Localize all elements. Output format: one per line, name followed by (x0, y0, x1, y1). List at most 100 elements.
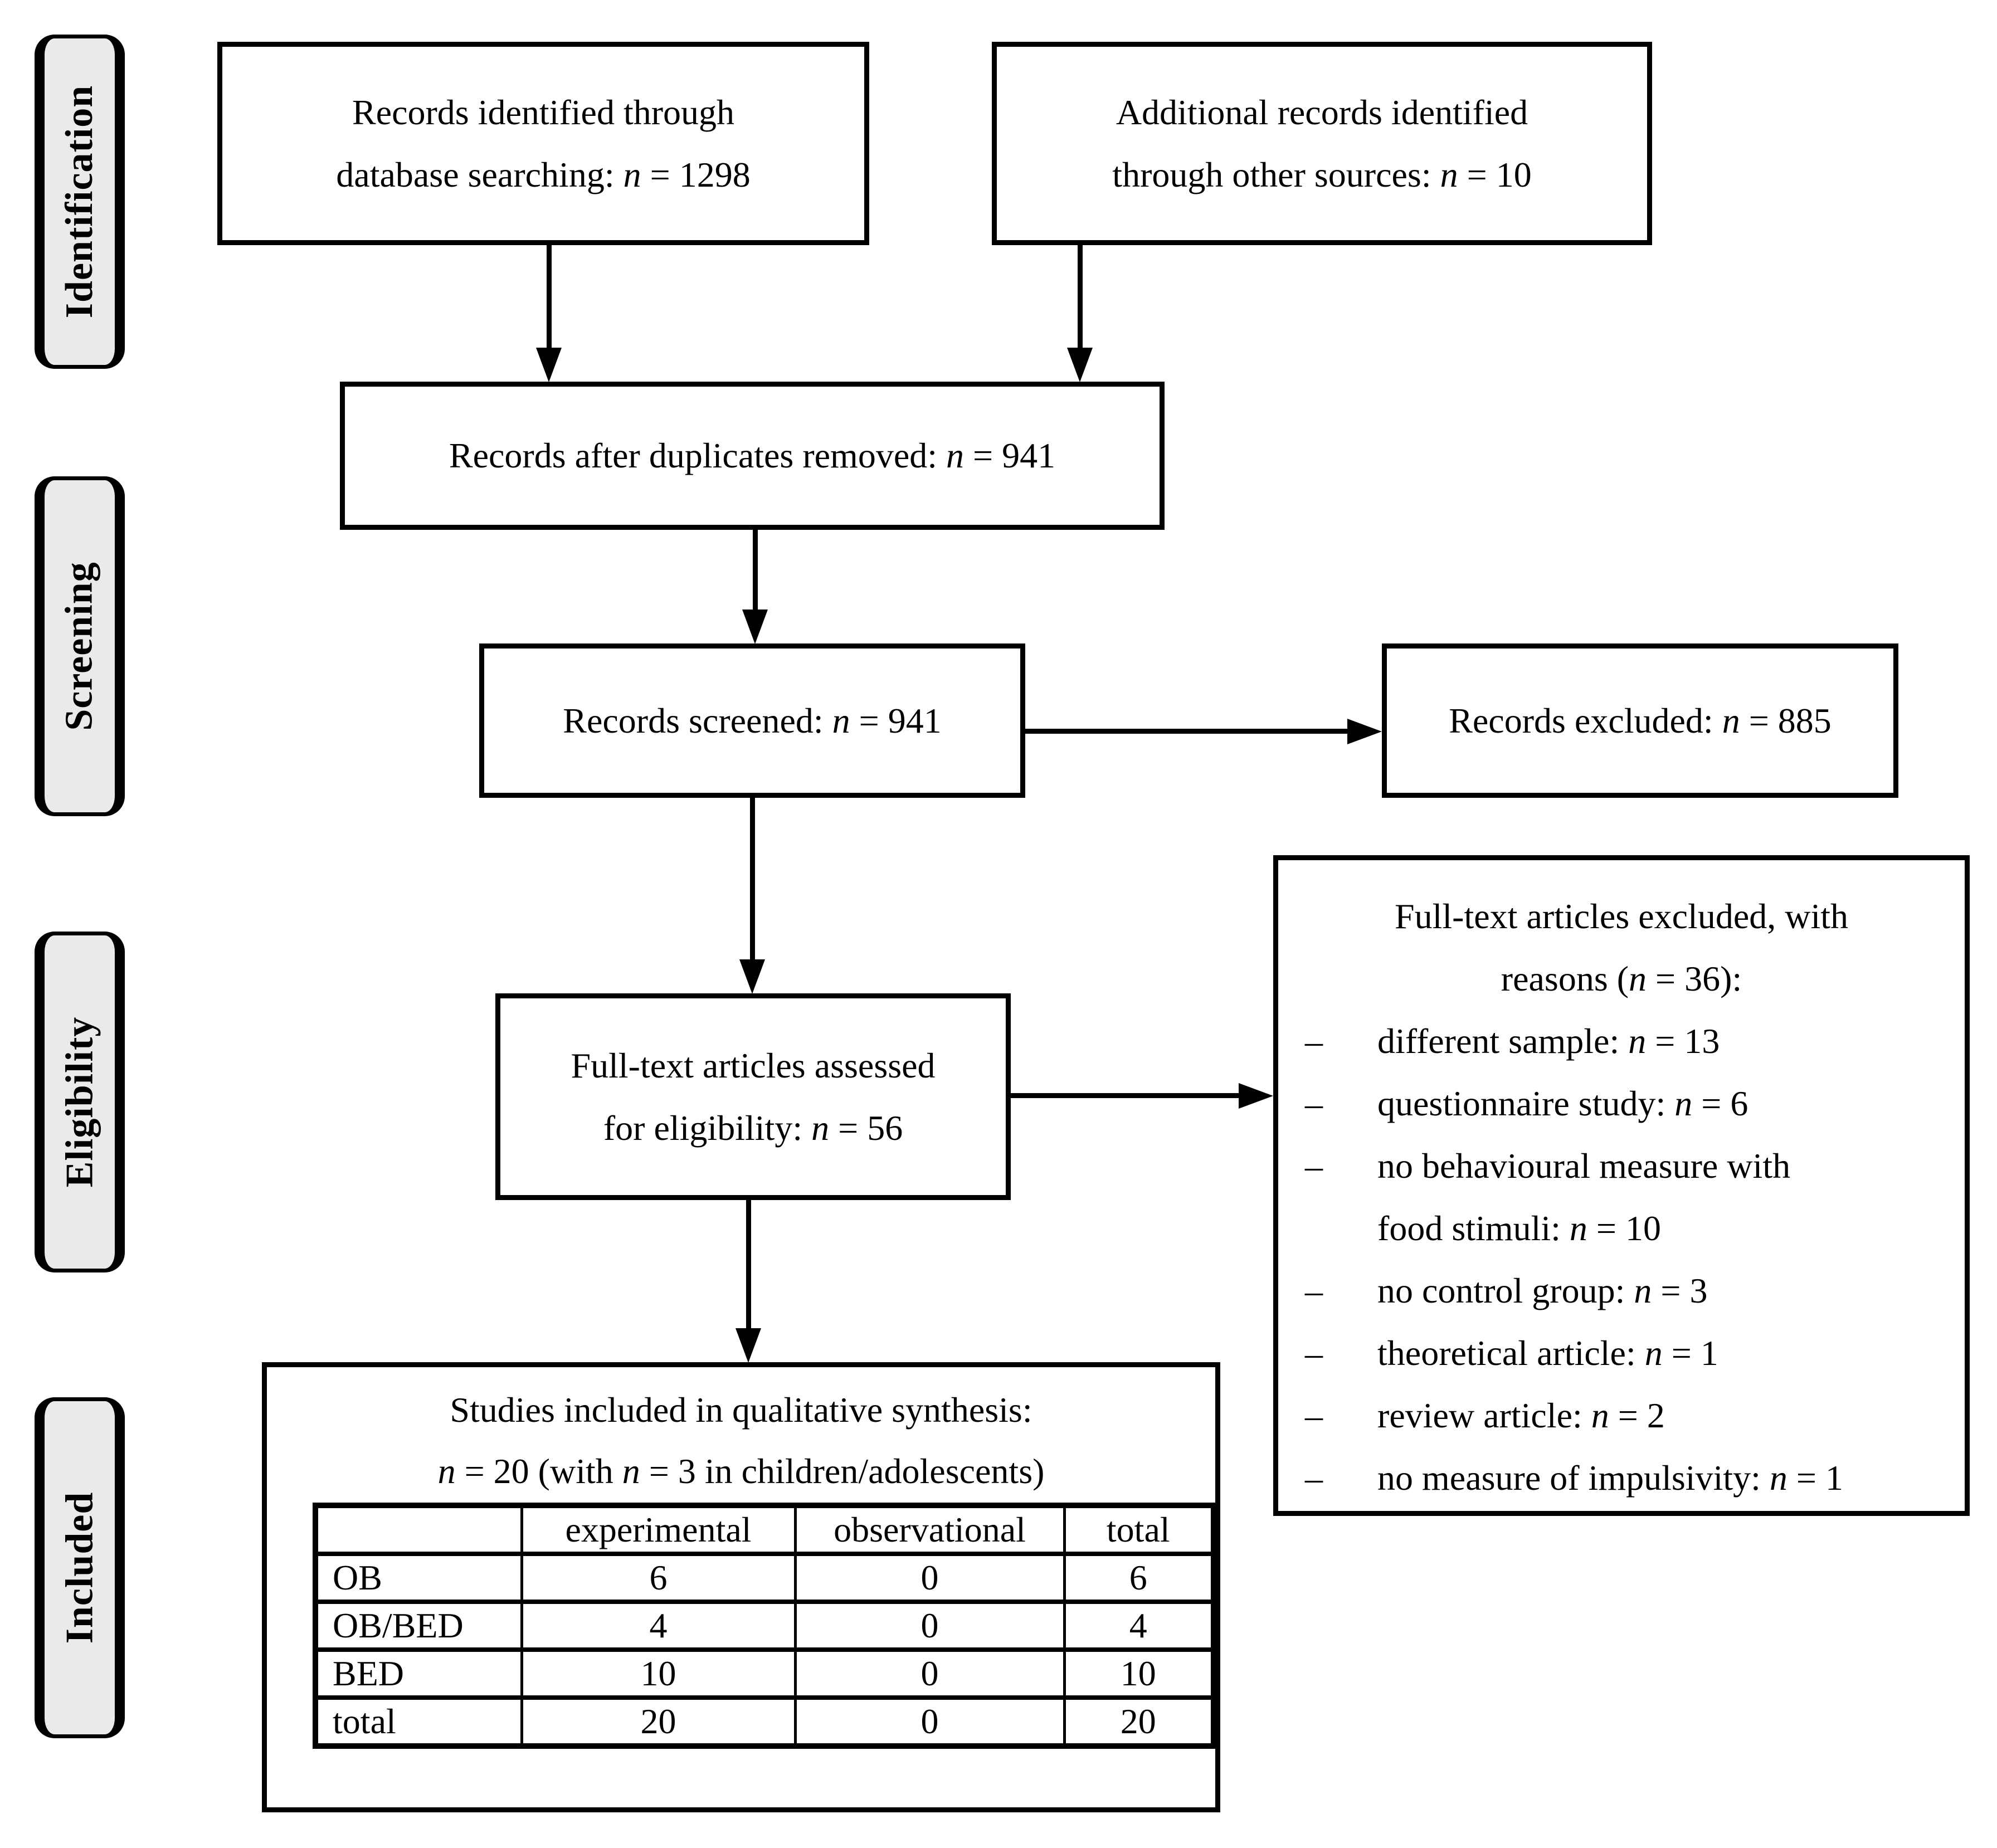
table-row-label: OB/BED (314, 1600, 523, 1652)
reason-line: food stimuli: n = 10 (1377, 1208, 1661, 1248)
arrow-screened-to-fulltext-head (739, 959, 765, 994)
reason-item: – no measure of impulsivity: n = 1 (1278, 1447, 1965, 1509)
box-text-line: Records excluded: n = 885 (1449, 700, 1832, 740)
reasons-title-line: Full-text articles excluded, with (1395, 896, 1848, 936)
box-fulltext-assessed: Full-text articles assessed for eligibili… (495, 993, 1011, 1200)
arrow-screened-to-excluded-head (1347, 719, 1382, 744)
reason-item: – theoretical article: n = 1 (1278, 1322, 1965, 1384)
arrow-identified-to-duplicates-line (547, 245, 552, 351)
table-cell-total: 4 (1063, 1600, 1215, 1652)
reason-text: review article: n = 2 (1377, 1384, 1965, 1447)
table-row: OB 6 0 6 (314, 1552, 1215, 1604)
reason-line: no behavioural measure with (1377, 1146, 1791, 1186)
stage-eligibility: Eligibility (35, 932, 125, 1272)
arrow-duplicates-to-screened-head (742, 610, 768, 644)
dash-bullet: – (1305, 1396, 1323, 1435)
reason-text: different sample: n = 13 (1377, 1010, 1965, 1072)
studies-title-line: Studies included in qualitative synthesi… (450, 1390, 1032, 1430)
box-text-line: for eligibility: n = 56 (603, 1108, 903, 1148)
stage-label: Eligibility (58, 1016, 101, 1188)
dash-bullet: – (1305, 1333, 1323, 1373)
box-records-screened: Records screened: n = 941 (479, 643, 1025, 798)
box-duplicates-removed: Records after duplicates removed: n = 94… (340, 382, 1165, 530)
reason-line: no measure of impulsivity: n = 1 (1377, 1458, 1843, 1498)
table-cell-total: 6 (1063, 1552, 1215, 1604)
arrow-fulltext-to-studies-head (736, 1328, 761, 1363)
arrow-fulltext-to-studies-line (746, 1200, 751, 1329)
stage-label: Screening (58, 562, 101, 731)
studies-title: Studies included in qualitative synthesi… (267, 1367, 1215, 1502)
arrow-additional-to-duplicates-line (1078, 245, 1083, 351)
table-cell-observational: 0 (793, 1695, 1066, 1748)
table-row: OB/BED 4 0 4 (314, 1600, 1215, 1652)
arrow-fulltext-to-reasons-line (1011, 1093, 1242, 1098)
stage-label: Included (58, 1491, 101, 1644)
table-cell-observational: 0 (793, 1600, 1066, 1652)
table-header-cell: observational (793, 1503, 1066, 1556)
table-header-cell (314, 1503, 523, 1556)
table-cell-experimental: 10 (520, 1647, 797, 1700)
reason-item: – review article: n = 2 (1278, 1384, 1965, 1447)
dash-bullet: – (1305, 1458, 1323, 1498)
dash-bullet: – (1305, 1271, 1323, 1310)
box-text-line: database searching: n = 1298 (336, 154, 751, 194)
arrow-fulltext-to-reasons-head (1239, 1083, 1273, 1109)
table-header-cell: experimental (520, 1503, 797, 1556)
reason-item: – no control group: n = 3 (1278, 1260, 1965, 1322)
box-text-line: through other sources: n = 10 (1112, 154, 1532, 194)
box-text-line: Records screened: n = 941 (563, 700, 942, 740)
dash-bullet: – (1305, 1146, 1323, 1186)
arrow-additional-to-duplicates-head (1067, 348, 1093, 382)
reason-item: – different sample: n = 13 (1278, 1010, 1965, 1072)
table-row-label: OB (314, 1552, 523, 1604)
table-cell-observational: 0 (793, 1647, 1066, 1700)
dash-bullet: – (1305, 1084, 1323, 1123)
box-fulltext-excluded-reasons: Full-text articles excluded, with reasons… (1273, 855, 1970, 1516)
table-row-label: total (314, 1695, 523, 1748)
stage-included: Included (35, 1397, 125, 1738)
box-text-line: Records identified through (352, 92, 735, 132)
box-text-line: Full-text articles assessed (571, 1045, 936, 1085)
table-row-label: BED (314, 1647, 523, 1700)
arrow-duplicates-to-screened-line (753, 530, 758, 611)
reason-line: review article: n = 2 (1377, 1396, 1665, 1435)
arrow-identified-to-duplicates-head (536, 348, 562, 382)
arrow-screened-to-excluded-line (1025, 729, 1351, 734)
box-text-line: Additional records identified (1116, 92, 1528, 132)
table-cell-observational: 0 (793, 1552, 1066, 1604)
box-records-excluded: Records excluded: n = 885 (1382, 643, 1898, 798)
reason-text: no control group: n = 3 (1377, 1260, 1965, 1322)
reason-line: theoretical article: n = 1 (1377, 1333, 1718, 1373)
box-records-identified: Records identified through database searc… (217, 42, 869, 245)
table-header-cell: total (1063, 1503, 1215, 1556)
reason-item: – questionnaire study: n = 6 (1278, 1072, 1965, 1135)
reason-item: – no behavioural measure with food stimul… (1278, 1135, 1965, 1260)
reason-text: questionnaire study: n = 6 (1377, 1072, 1965, 1135)
stage-identification: Identification (35, 35, 125, 369)
reason-text: no measure of impulsivity: n = 1 (1377, 1447, 1965, 1509)
reasons-list: – different sample: n = 13 – questionnai… (1278, 1010, 1965, 1509)
stage-label: Identification (58, 85, 101, 319)
table-cell-experimental: 20 (520, 1695, 797, 1748)
box-studies-included: Studies included in qualitative synthesi… (262, 1362, 1220, 1812)
table-row: BED 10 0 10 (314, 1647, 1215, 1700)
table-cell-total: 10 (1063, 1647, 1215, 1700)
table-cell-experimental: 4 (520, 1600, 797, 1652)
arrow-screened-to-fulltext-line (750, 798, 755, 960)
reasons-title: Full-text articles excluded, with reasons… (1278, 885, 1965, 1010)
stage-screening: Screening (35, 476, 125, 816)
table-row: total 20 0 20 (314, 1695, 1215, 1748)
dash-bullet: – (1305, 1021, 1323, 1061)
reason-line: no control group: n = 3 (1377, 1271, 1708, 1310)
reasons-title-line: reasons (n = 36): (1501, 959, 1742, 998)
reason-text: theoretical article: n = 1 (1377, 1322, 1965, 1384)
box-text-line: Records after duplicates removed: n = 94… (449, 436, 1056, 475)
table-cell-experimental: 6 (520, 1552, 797, 1604)
table-cell-total: 20 (1063, 1695, 1215, 1748)
reason-line: questionnaire study: n = 6 (1377, 1084, 1748, 1123)
reason-text: no behavioural measure with food stimuli:… (1377, 1135, 1965, 1260)
reason-line: different sample: n = 13 (1377, 1021, 1720, 1061)
